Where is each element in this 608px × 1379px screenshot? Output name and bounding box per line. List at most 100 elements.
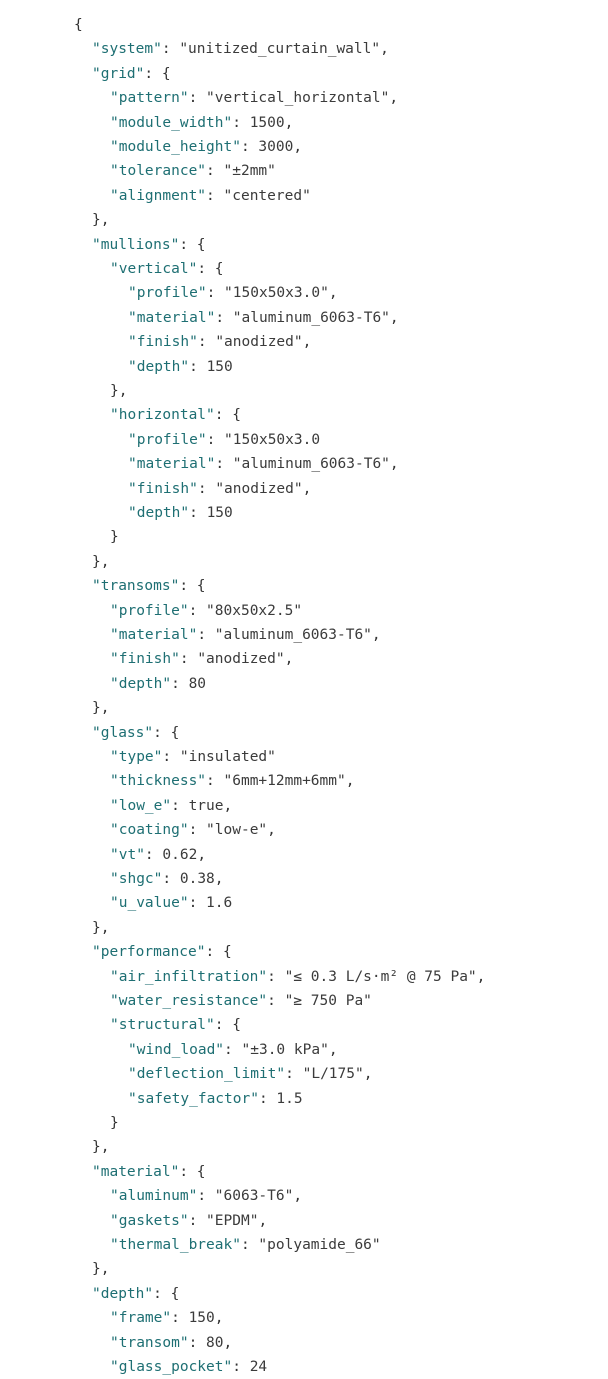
json-punctuation: ,: [328, 285, 338, 302]
json-colon: :: [232, 1359, 250, 1375]
code-line: "water_resistance": "≥ 750 Pa": [110, 989, 372, 1013]
json-value: "150x50x3.0: [224, 431, 321, 448]
json-key: "grid": [92, 65, 145, 82]
code-line: "glass": {: [92, 721, 179, 745]
json-value: 1500: [249, 114, 285, 131]
json-key: "alignment": [110, 187, 207, 204]
json-value: 1.5: [276, 1090, 303, 1107]
code-line: },: [92, 208, 109, 232]
code-line: "structural": {: [110, 1013, 241, 1037]
json-key: "vt": [110, 846, 145, 863]
json-punctuation: },: [110, 383, 128, 399]
json-punctuation: : {: [197, 261, 224, 277]
json-key: "material": [128, 309, 216, 326]
json-punctuation: ,: [302, 334, 312, 351]
json-colon: :: [267, 968, 285, 985]
json-colon: :: [197, 480, 216, 497]
json-key: "structural": [110, 1017, 215, 1034]
json-punctuation: }: [110, 529, 119, 546]
json-key: "module_width": [110, 114, 233, 131]
json-punctuation: },: [92, 1139, 110, 1156]
json-value: 1.6: [206, 895, 233, 912]
json-key: "low_e": [110, 797, 172, 814]
code-line: }: [110, 1111, 119, 1135]
json-key: "safety_factor": [128, 1090, 259, 1107]
json-value: 80: [206, 1334, 224, 1351]
json-punctuation: },: [92, 700, 110, 717]
json-key: "depth": [92, 1285, 154, 1302]
json-punctuation: ,: [223, 1334, 233, 1351]
json-key: "vertical": [110, 261, 198, 277]
json-value: 80: [188, 675, 207, 692]
json-value: "anodized": [197, 651, 285, 668]
json-punctuation: : {: [214, 1017, 241, 1034]
json-punctuation: ,: [476, 968, 486, 985]
code-line: "profile": "80x50x2.5": [110, 599, 302, 623]
json-punctuation: ,: [302, 480, 312, 497]
json-key: "tolerance": [110, 163, 207, 180]
json-value: "±2mm": [223, 163, 276, 180]
json-colon: :: [206, 187, 224, 204]
json-key: "type": [110, 749, 163, 765]
code-line: },: [92, 916, 109, 940]
json-colon: :: [206, 163, 224, 180]
json-key: "profile": [128, 285, 207, 302]
json-punctuation: ,: [328, 1041, 338, 1058]
json-key: "material": [92, 1163, 180, 1180]
json-value: "centered": [223, 187, 311, 204]
json-punctuation: ,: [214, 1310, 224, 1327]
json-punctuation: ,: [380, 41, 389, 58]
json-colon: :: [206, 431, 225, 448]
json-key: "thermal_break": [110, 1237, 241, 1253]
json-key: "module_height": [110, 139, 241, 155]
json-key: "profile": [128, 431, 207, 448]
json-key: "pattern": [110, 90, 189, 107]
json-punctuation: },: [92, 212, 110, 229]
json-colon: :: [188, 1212, 207, 1229]
json-colon: :: [285, 1066, 303, 1083]
json-value: true: [188, 797, 224, 814]
json-key: "wind_load": [128, 1041, 225, 1058]
json-value: 0.62: [162, 846, 198, 863]
json-punctuation: ,: [284, 114, 294, 131]
code-line: "transoms": {: [92, 574, 206, 598]
code-line: "gaskets": "EPDM",: [110, 1209, 267, 1233]
json-value: "±3.0 kPa": [241, 1041, 329, 1058]
json-key: "finish": [110, 651, 180, 668]
json-punctuation: ,: [363, 1066, 373, 1083]
json-value: "anodized": [215, 334, 303, 351]
json-value: "EPDM": [206, 1212, 259, 1229]
json-value: 150: [188, 1310, 215, 1327]
code-line: "mullions": {: [92, 233, 206, 257]
code-line: },: [92, 1257, 109, 1281]
json-punctuation: : {: [179, 236, 206, 253]
json-key: "material": [110, 627, 198, 643]
code-line: "deflection_limit": "L/175",: [128, 1062, 372, 1086]
json-colon: :: [171, 1310, 189, 1327]
json-colon: :: [188, 90, 207, 107]
json-colon: :: [215, 456, 233, 473]
json-colon: :: [188, 822, 207, 839]
code-line: "transom": 80,: [110, 1331, 232, 1355]
json-key: "mullions": [92, 236, 180, 253]
json-punctuation: ,: [293, 139, 303, 155]
code-line: "pattern": "vertical_horizontal",: [110, 86, 398, 110]
code-line: "shgc": 0.38,: [110, 867, 224, 891]
code-line: "tolerance": "±2mm": [110, 159, 276, 183]
json-punctuation: ,: [284, 651, 294, 668]
code-line: "frame": 150,: [110, 1306, 224, 1330]
json-value: "6063-T6": [214, 1188, 294, 1205]
code-line: "grid": {: [92, 62, 171, 86]
json-colon: :: [171, 797, 189, 814]
code-line: "low_e": true,: [110, 794, 232, 818]
json-key: "coating": [110, 822, 189, 839]
code-line: "depth": 150: [128, 355, 233, 379]
json-colon: :: [240, 139, 259, 155]
json-value: "≥ 750 Pa": [284, 993, 372, 1009]
json-colon: :: [171, 675, 189, 692]
json-colon: :: [258, 1090, 277, 1107]
json-key: "profile": [110, 602, 189, 619]
json-code-view: {"system": "unitized_curtain_wall","grid…: [74, 17, 486, 1375]
code-line: },: [92, 696, 109, 720]
json-punctuation: ,: [197, 846, 207, 863]
